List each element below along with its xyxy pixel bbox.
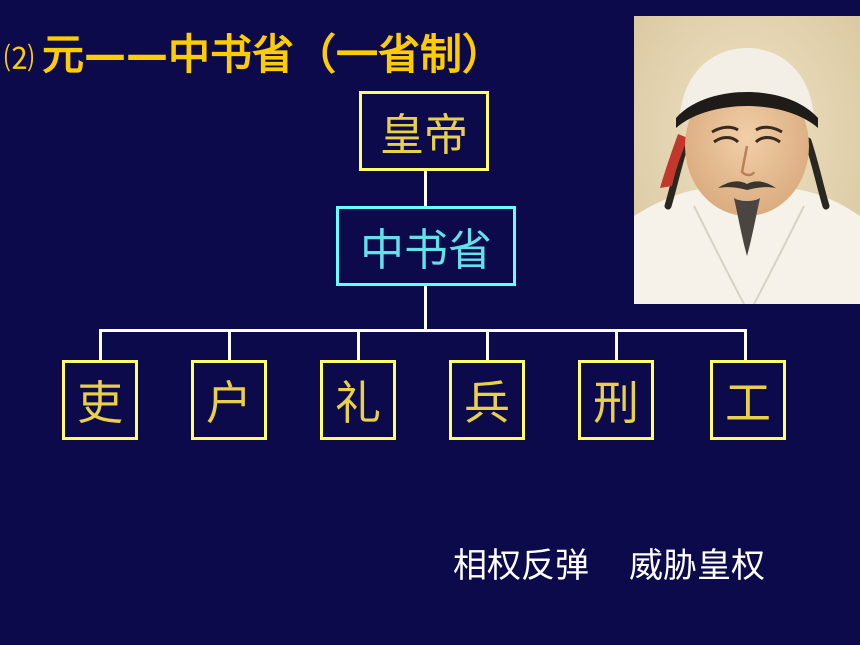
connector-ministry-5 [615,329,618,360]
connector-secretariat-bus [424,286,427,330]
ministry-box-justice: 刑 [578,360,654,440]
ministry-box-war: 兵 [449,360,525,440]
secretariat-box: 中书省 [336,206,516,286]
connector-emperor-secretariat [424,171,427,206]
footer-text-right: 威胁皇权 [629,546,765,586]
ministry-box-personnel: 吏 [62,360,138,440]
footer-caption: 相权反弹威胁皇权 [453,538,765,587]
ministry-box-works: 工 [710,360,786,440]
connector-horizontal-bus [99,329,747,332]
connector-ministry-3 [357,329,360,360]
connector-ministry-1 [99,329,102,360]
footer-text-left: 相权反弹 [453,546,589,586]
connector-ministry-4 [486,329,489,360]
emperor-portrait-image [634,16,860,304]
connector-ministry-2 [228,329,231,360]
slide-title: ⑵元——中书省（一省制） [4,26,504,84]
portrait-illustration [634,16,860,304]
title-number: ⑵ [4,42,34,77]
title-text: 元——中书省（一省制） [42,30,505,79]
connector-ministry-6 [744,329,747,360]
ministry-box-revenue: 户 [191,360,267,440]
emperor-box: 皇帝 [359,91,489,171]
ministry-box-rites: 礼 [320,360,396,440]
